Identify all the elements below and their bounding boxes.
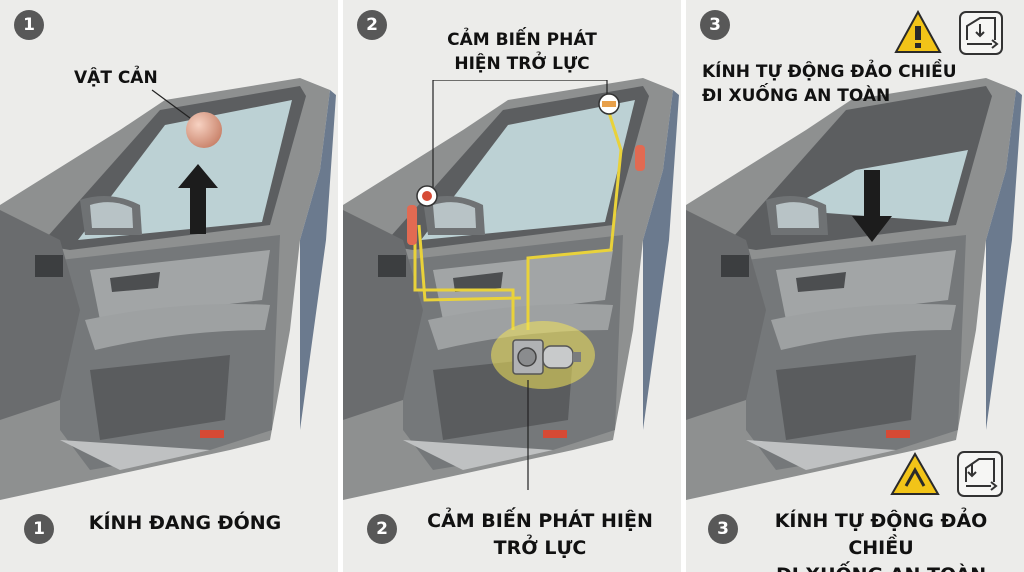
sensor-pad-left (407, 205, 417, 245)
obstacle-ball (186, 112, 222, 148)
caption-line2: TRỞ LỰC (493, 537, 587, 559)
panel-3: 3 KÍNH TỰ ĐỘNG ĐẢO CHIỀU ĐI XUỐNG AN TOÀ… (686, 0, 1024, 572)
window-down-icon (957, 451, 1003, 497)
door-illustration-2 (343, 78, 679, 500)
reverse-label-line2: ĐI XUỐNG AN TOÀN (702, 86, 891, 106)
door-illustration-3 (686, 78, 1022, 500)
reverse-label: KÍNH TỰ ĐỘNG ĐẢO CHIỀU ĐI XUỐNG AN TOÀN (702, 60, 957, 108)
caption-line1: KÍNH TỰ ĐỘNG ĐẢO CHIỀU (774, 510, 988, 559)
caption-text: KÍNH ĐANG ĐÓNG (88, 512, 282, 534)
warning-triangle-icon (890, 452, 940, 495)
label-leader-line (151, 89, 191, 119)
warning-triangle-icon (894, 10, 942, 53)
caption-text: CẢM BIẾN PHÁT HIỆN TRỞ LỰC (405, 508, 675, 562)
caption-number-badge: 3 (708, 514, 738, 544)
step-number-badge: 1 (14, 10, 44, 40)
sensor-wiring (413, 99, 623, 330)
caption-line2: ĐI XUỐNG AN TOÀN (742, 562, 1020, 572)
sensor-callouts (416, 80, 620, 207)
down-arrow-icon (852, 170, 892, 242)
caption-line1: CẢM BIẾN PHÁT HIỆN (427, 510, 653, 532)
window-down-icon (959, 11, 1003, 55)
window-motor-icon (512, 339, 581, 375)
sensor-pad-right (635, 145, 645, 171)
caption-text: KÍNH TỰ ĐỘNG ĐẢO CHIỀU ĐI XUỐNG AN TOÀN (742, 508, 1020, 572)
sensor-label: CẢM BIẾN PHÁT HIỆN TRỞ LỰC (437, 28, 607, 76)
caption-leader-line (527, 380, 529, 490)
panel-2: 2 CẢM BIẾN PHÁT HIỆN TRỞ LỰC 2 CẢM BIẾN … (343, 0, 681, 572)
obstacle-label: VẬT CẢN (74, 68, 158, 88)
step-number-badge: 3 (700, 10, 730, 40)
step-number-badge: 2 (357, 10, 387, 40)
door-illustration-1 (0, 78, 336, 500)
caption-number-badge: 1 (24, 514, 54, 544)
panel-1: 1 VẬT CẢN 1 KÍNH ĐANG ĐÓNG (0, 0, 338, 572)
caption-number-badge: 2 (367, 514, 397, 544)
sensor-label-line2: HIỆN TRỞ LỰC (454, 54, 590, 74)
sensor-label-line1: CẢM BIẾN PHÁT (447, 30, 597, 50)
up-arrow-icon (178, 164, 218, 234)
reverse-label-line1: KÍNH TỰ ĐỘNG ĐẢO CHIỀU (702, 62, 957, 82)
